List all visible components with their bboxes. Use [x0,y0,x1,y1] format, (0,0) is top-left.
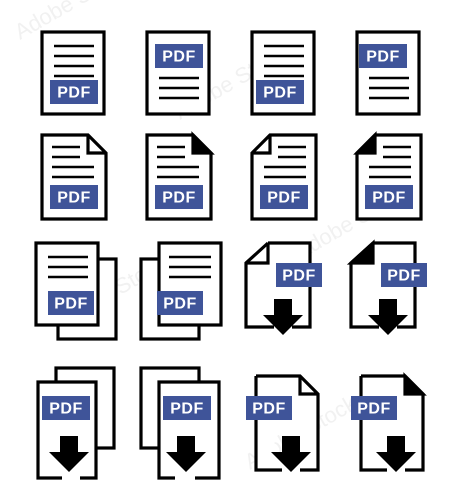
pdf-multiple-download-right-icon: PDF [139,366,221,480]
pdf-badge-label: PDF [282,268,316,285]
pdf-badge-label: PDF [387,268,421,285]
pdf-badge-label: PDF [372,190,406,207]
pdf-multiple-documents-icon: PDF [34,241,118,341]
pdf-badge [365,185,413,209]
pdf-multiple-documents-right-icon: PDF [139,241,223,341]
folded-corner [246,243,270,265]
pdf-badge [48,291,94,315]
pdf-badge-label: PDF [163,296,197,313]
pdf-file-filled-corner-left-icon: PDF [353,131,423,221]
pdf-badge [256,80,304,104]
pdf-badge-label: PDF [57,85,91,102]
pdf-badge [157,291,203,315]
download-arrow-icon [166,436,206,472]
pdf-badge-label: PDF [162,190,196,207]
pdf-multiple-download-icon: PDF [36,366,116,480]
pdf-badge [50,185,98,209]
pdf-badge-label: PDF [263,85,297,102]
folded-corner [353,131,377,155]
pdf-badge [276,263,322,287]
pdf-badge-label: PDF [49,401,83,418]
pdf-file-folded-corner-icon: PDF [40,133,108,221]
pdf-badge-label: PDF [357,401,391,418]
pdf-download-icon: PDF [244,241,322,335]
pdf-download-filled-icon: PDF [346,239,427,335]
folded-corner [86,135,106,155]
pdf-document-icon-badge-bottom: PDF [40,30,106,116]
folded-corner [298,376,318,396]
pdf-file-folded-corner-left-icon: PDF [250,133,318,221]
pdf-badge [260,185,308,209]
pdf-file-filled-corner-icon: PDF [145,131,215,221]
pdf-download-folded-filled-icon: PDF [351,372,427,472]
download-arrow-icon [376,436,416,472]
pdf-badge [351,396,397,420]
pdf-badge [50,80,98,104]
pdf-badge-label: PDF [54,296,88,313]
download-arrow-icon [368,299,408,335]
pdf-document-icon-badge-top: PDF [145,30,211,116]
pdf-document-icon-badge-top-right: PDF [355,30,421,116]
folded-corner [403,372,427,396]
download-arrow-icon [263,299,303,335]
pdf-badge [381,263,427,287]
folded-corner [252,135,272,155]
pdf-badge-label: PDF [57,190,91,207]
pdf-document-icon-badge-bottom-left: PDF [250,30,316,116]
pdf-download-folded-icon: PDF [246,374,320,472]
folded-corner [346,239,375,265]
pdf-badge [163,396,211,420]
pdf-badge [42,396,90,420]
pdf-badge-label: PDF [366,49,400,66]
download-arrow-icon [271,436,311,472]
pdf-badge [155,44,203,68]
pdf-badge [359,44,407,68]
pdf-badge [155,185,203,209]
pdf-badge-label: PDF [162,49,196,66]
icon-grid: PDF PDF PDF PDF PDF PDF PDF PDF PDF PDF PDF PDF PDF P… [34,30,427,480]
download-arrow-icon [49,436,89,472]
pdf-badge-label: PDF [170,401,204,418]
pdf-badge-label: PDF [267,190,301,207]
pdf-badge-label: PDF [252,401,286,418]
folded-corner [191,131,215,155]
pdf-badge [246,396,292,420]
